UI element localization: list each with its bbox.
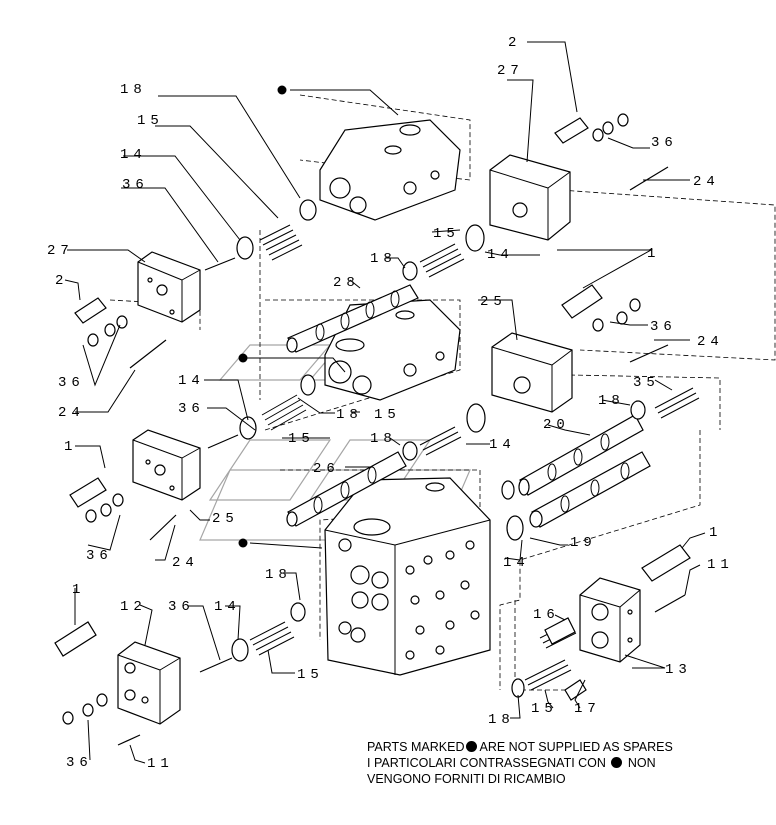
callout-18: 18 [598, 393, 625, 409]
end-cover-27-top [489, 154, 571, 241]
callout-24: 24 [693, 174, 720, 190]
callout-36: 36 [122, 177, 149, 193]
callout-36: 36 [651, 135, 678, 151]
end-cover-25-right [491, 332, 573, 413]
callout-24: 24 [172, 555, 199, 571]
callout-25: 25 [212, 511, 239, 527]
callout-14: 14 [178, 373, 205, 389]
callout-36: 36 [168, 599, 195, 615]
callout-24: 24 [697, 334, 724, 350]
callout-15: 15 [288, 431, 315, 447]
callout-14: 14 [214, 599, 241, 615]
callout-18: 18 [265, 567, 292, 583]
callout-15: 15 [433, 226, 460, 242]
end-cover-27-left [137, 251, 201, 323]
callout-18: 18 [120, 82, 147, 98]
non-spare-markers [238, 85, 287, 548]
callout-24: 24 [58, 405, 85, 421]
bolts [117, 166, 686, 746]
callout-1: 1 [709, 525, 722, 541]
leader-lines [64, 41, 706, 764]
callout-18: 18 [370, 431, 397, 447]
callout-36: 36 [650, 319, 677, 335]
callout-14: 14 [503, 555, 530, 571]
callout-20: 20 [543, 417, 570, 433]
callout-14: 14 [489, 437, 516, 453]
o-rings [62, 113, 646, 725]
callout-36: 36 [86, 548, 113, 564]
callout-14: 14 [487, 247, 514, 263]
end-cover-12 [117, 641, 181, 725]
callout-14: 14 [120, 147, 147, 163]
callout-15: 15 [137, 113, 164, 129]
spool-19 [529, 451, 651, 528]
spool-20 [518, 414, 644, 496]
callout-36: 36 [66, 755, 93, 771]
callout-labels: 2 27 18 15 14 36 24 36 27 2 15 14 1 18 2… [47, 35, 734, 772]
callout-18: 18 [336, 407, 363, 423]
callout-11: 11 [147, 756, 174, 772]
callout-26: 26 [313, 461, 340, 477]
callout-18: 18 [488, 712, 515, 728]
note-line-2: I PARTICOLARI CONTRASSEGNATI CON NON [367, 756, 656, 770]
callout-13: 13 [665, 662, 692, 678]
callout-27: 27 [47, 243, 74, 259]
callout-11: 11 [707, 557, 734, 573]
bullet-dot-icon [611, 757, 623, 768]
valve-body-top [319, 119, 461, 221]
callout-1: 1 [647, 246, 660, 262]
callout-1: 1 [64, 439, 77, 455]
callout-28: 28 [333, 275, 360, 291]
callout-19: 19 [570, 535, 597, 551]
callout-16: 16 [533, 607, 560, 623]
note-line-3: VENGONO FORNITI DI RICAMBIO [367, 772, 566, 786]
callout-17: 17 [574, 701, 601, 717]
callout-15: 15 [531, 701, 558, 717]
callout-36: 36 [58, 375, 85, 391]
valve-body-middle [324, 299, 461, 401]
bullet-dot-icon [466, 741, 478, 752]
callout-18: 18 [370, 251, 397, 267]
cartridges [54, 117, 691, 701]
spool-28 [286, 284, 419, 353]
callout-1: 1 [72, 582, 85, 598]
valve-body-bottom [324, 477, 491, 676]
callout-15: 15 [297, 667, 324, 683]
callout-25: 25 [480, 294, 507, 310]
spool-26 [286, 451, 407, 527]
callout-36: 36 [178, 401, 205, 417]
end-cover-13 [579, 577, 641, 663]
callout-2: 2 [55, 273, 68, 289]
callout-12: 12 [120, 599, 147, 615]
callout-35: 35 [633, 375, 660, 391]
callout-2: 2 [508, 35, 521, 51]
callout-27: 27 [497, 63, 524, 79]
end-cover-25-left [132, 429, 201, 501]
callout-15: 15 [374, 407, 401, 423]
